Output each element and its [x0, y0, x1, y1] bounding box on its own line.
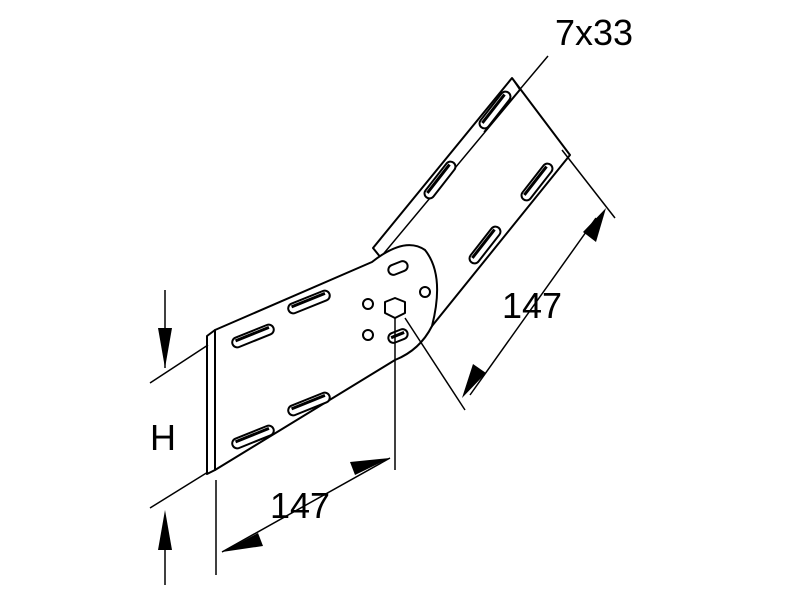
hinged-arm-slots: [423, 90, 554, 265]
slot: [423, 160, 457, 200]
arrow-head-icon: [350, 458, 390, 475]
slot: [287, 391, 331, 417]
hinge-hole: [362, 329, 374, 341]
extension-line: [149, 344, 209, 384]
slot: [468, 225, 502, 265]
slot: [478, 90, 512, 130]
dimension-line: [221, 457, 391, 553]
extension-line: [404, 317, 466, 411]
pivot-bolt-icon: [384, 297, 406, 319]
hinge-slot: [387, 328, 409, 344]
slot-size-leader: [483, 55, 549, 133]
slot: [231, 323, 275, 349]
hinge-slot: [387, 260, 409, 276]
extension-line: [561, 149, 616, 219]
hinged-arm-length-dimension: 147: [404, 149, 616, 411]
height-label: H: [150, 417, 176, 458]
base-arm-length-dimension: 147: [215, 318, 396, 575]
hinged-arm-length-label: 147: [502, 285, 562, 326]
base-arm-length-label: 147: [270, 485, 330, 526]
slot-size-label: 7x33: [555, 12, 633, 53]
dimension-line: [469, 217, 597, 396]
height-dimension: H: [149, 290, 209, 585]
base-arm-thickness-edge: [206, 329, 216, 475]
extension-line: [149, 471, 209, 509]
slot: [231, 424, 275, 450]
arrow-head-icon: [462, 364, 486, 398]
hinge-hole: [362, 298, 374, 310]
arrow-head-icon: [583, 208, 606, 242]
arrow-head-icon: [222, 533, 263, 552]
arrow-head-icon: [158, 510, 172, 550]
base-arm-outline: [214, 244, 439, 471]
base-arm-plate: [206, 244, 439, 475]
base-arm-slots: [231, 289, 331, 450]
slot-size-dimension: 7x33: [483, 12, 633, 133]
arrow-head-icon: [158, 328, 172, 368]
slot: [287, 289, 331, 315]
slot: [520, 162, 554, 202]
hinge-hole: [419, 286, 431, 298]
